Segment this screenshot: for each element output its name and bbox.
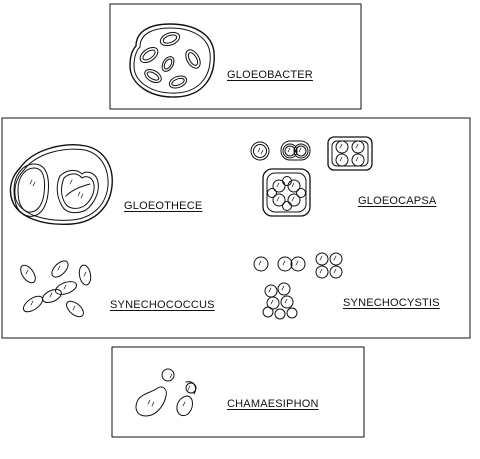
gloeobacter-cell-colony: [129, 23, 215, 98]
label-gloeobacter: GLOEOBACTER: [227, 69, 313, 81]
gloeothece-cell-colony: [9, 144, 113, 225]
label-synechocystis: SYNECHOCYSTIS: [343, 297, 440, 309]
label-chamaesiphon: CHAMAESIPHON: [227, 398, 319, 410]
chamaesiphon-cells: [135, 368, 197, 417]
panel-chamaesiphon: [111, 346, 365, 438]
synechocystis-cells: [253, 252, 343, 320]
panel-middle: [1, 117, 471, 339]
synechococcus-cells: [20, 260, 92, 318]
label-gloeocapsa: GLOEOCAPSA: [358, 195, 437, 207]
gloeocapsa-cell-groups: [250, 136, 373, 217]
panel-gloeobacter: [109, 3, 362, 110]
label-gloeothece: GLOEOTHECE: [124, 200, 203, 212]
label-synechococcus: SYNECHOCOCCUS: [110, 299, 215, 311]
